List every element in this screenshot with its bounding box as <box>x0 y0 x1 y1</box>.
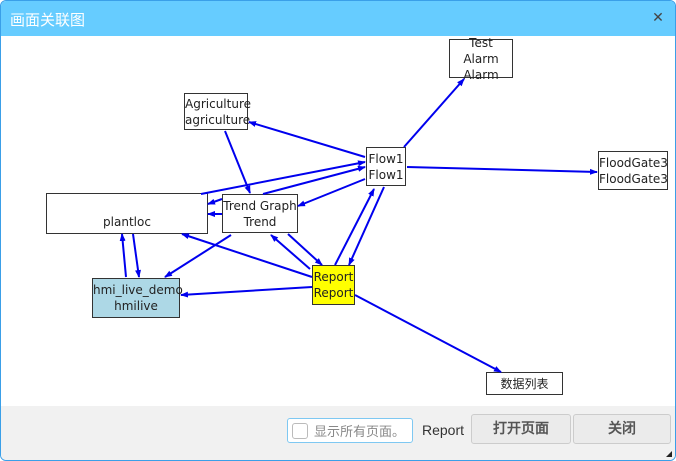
node-label-2: Report <box>313 286 354 300</box>
node-trend-graph[interactable]: Trend Graph Trend <box>222 194 298 233</box>
open-page-button[interactable]: 打开页面 <box>471 414 571 444</box>
node-label-2: agriculture <box>185 112 251 127</box>
resize-grip-icon[interactable] <box>666 451 672 457</box>
node-data-list[interactable]: 数据列表 <box>486 372 563 395</box>
node-label-1: Agriculture <box>185 96 251 111</box>
node-label-2: hmilive <box>114 299 158 313</box>
node-report[interactable]: Report Report <box>312 265 355 305</box>
node-label-1: Report <box>313 270 354 284</box>
close-icon[interactable]: ✕ <box>652 9 664 25</box>
diagram-canvas: Test Alarm Alarm Agriculture agriculture… <box>1 36 675 406</box>
show-all-pages-checkbox[interactable]: 显示所有页面。 <box>287 418 413 443</box>
node-flow1[interactable]: Flow1 Flow1 <box>366 147 406 186</box>
node-label-1: Flow1 <box>368 151 404 166</box>
node-label-2: Trend <box>243 214 277 229</box>
node-label-2: Alarm <box>463 67 499 82</box>
node-label-1: FloodGate3 <box>599 155 668 170</box>
close-button[interactable]: 关闭 <box>573 414 671 444</box>
dialog-titlebar[interactable]: 画面关联图 ✕ <box>1 1 675 36</box>
node-agriculture[interactable]: Agriculture agriculture <box>184 93 251 130</box>
node-label-2: plantloc <box>103 214 151 229</box>
checkbox-box[interactable] <box>292 422 308 439</box>
current-page-label: Report <box>422 422 465 438</box>
node-label-1: Trend Graph <box>223 198 297 213</box>
node-label-1: hmi_live_demo <box>93 283 183 297</box>
node-label-1: Test Alarm <box>463 35 499 66</box>
node-plantloc[interactable]: plantloc <box>46 193 208 234</box>
dialog-footer: 显示所有页面。 Report 打开页面 关闭 <box>1 406 675 460</box>
node-test-alarm[interactable]: Test Alarm Alarm <box>449 36 513 82</box>
node-hmi-live-demo[interactable]: hmi_live_demo hmilive <box>92 278 183 318</box>
dialog-title: 画面关联图 <box>10 11 86 29</box>
node-floodgate3[interactable]: FloodGate3 FloodGate3 <box>598 151 668 190</box>
node-label-1: 数据列表 <box>500 376 549 391</box>
node-label-2: FloodGate3 <box>599 171 668 186</box>
node-label-2: Flow1 <box>368 167 404 182</box>
show-all-pages-label: 显示所有页面。 <box>314 425 406 440</box>
